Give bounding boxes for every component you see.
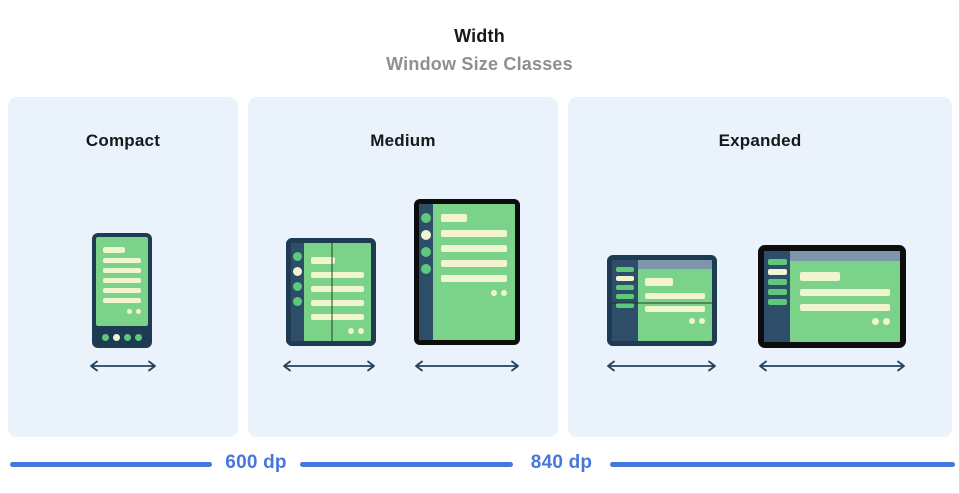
fold-line [612,302,712,305]
sidebar-item [768,269,787,275]
content-line [311,314,364,320]
sidebar-item [616,303,634,308]
nav-dot [124,333,131,341]
tablet-screen [433,204,515,340]
sidebar-item [616,267,634,272]
sidebar-item [768,289,787,295]
overflow-dot [883,318,890,325]
content-line [441,214,467,222]
breakpoint-840dp: 840 dp [530,452,593,473]
ruler-segment [300,462,513,467]
page-subtitle: Window Size Classes [386,54,573,74]
top-app-bar [790,251,900,261]
phone-portrait-mockup [92,233,152,348]
nav-rail [419,204,433,340]
tablet-screen [790,251,900,342]
sidebar-rail [612,260,638,341]
width-arrow-icon [415,360,519,372]
content-line [645,306,705,312]
content-line [103,298,141,303]
tablet-portrait-mockup [414,199,520,345]
tablet-landscape-mockup [758,245,906,348]
ruler-segment [610,462,955,467]
screen-content [790,261,900,342]
content-line [103,268,141,273]
foldable-screen [638,260,712,341]
top-app-bar [638,260,712,269]
foldable-screen [304,243,371,341]
overflow-dot [872,318,879,325]
rail-dot [421,230,431,240]
fold-line [331,243,333,341]
nav-dot [102,333,109,341]
rail-dot [421,264,431,274]
width-arrow-icon [90,360,156,372]
nav-rail [291,243,304,341]
rail-dot [421,213,431,223]
content-line [311,272,364,278]
overflow-dots [800,318,890,325]
overflow-dot [689,318,695,324]
phone-navbar [92,326,152,348]
size-class-label-expanded: Expanded [718,131,802,150]
nav-dot [135,333,142,341]
sidebar-item [616,276,634,281]
size-class-label-medium: Medium [370,131,436,150]
sidebar-item [616,285,634,290]
overflow-dot [358,328,364,334]
overflow-dot [501,290,507,296]
overflow-dot [699,318,705,324]
content-line [441,260,507,267]
width-arrow-icon [607,360,716,372]
overflow-dots [645,318,705,324]
sidebar-item [768,259,787,265]
nav-dot [113,333,120,341]
width-arrow-icon [283,360,375,372]
foldable-landscape-mockup [607,255,717,346]
content-line [441,230,507,237]
content-line [441,275,507,282]
overflow-dots [441,290,507,296]
content-line [103,288,141,293]
content-line [441,245,507,252]
rail-dot [293,282,302,291]
overflow-dots [311,328,364,334]
screen-content [638,269,712,341]
ruler-segment [10,462,212,467]
foldable-portrait-mockup [286,238,376,346]
overflow-dot [491,290,497,296]
sidebar-item [616,294,634,299]
content-line [103,278,141,283]
size-class-label-compact: Compact [85,131,161,150]
content-line [311,286,364,292]
content-line [311,300,364,306]
sidebar-item [768,299,787,305]
content-line [311,257,335,264]
content-line [103,247,125,253]
content-line [800,289,890,296]
rail-dot [293,267,302,276]
content-line [800,272,840,281]
overflow-dot [127,309,132,314]
rail-dot [293,297,302,306]
content-line [645,293,705,299]
sidebar-item [768,279,787,285]
page-title: Width [454,26,505,46]
content-line [645,278,673,286]
rail-dot [293,252,302,261]
overflow-dots [103,309,141,314]
phone-screen [96,237,148,326]
width-arrow-icon [759,360,905,372]
overflow-dot [348,328,354,334]
content-line [800,304,890,311]
rail-dot [421,247,431,257]
breakpoint-600dp: 600 dp [225,452,287,473]
sidebar-rail [764,251,790,342]
overflow-dot [136,309,141,314]
content-line [103,258,141,263]
